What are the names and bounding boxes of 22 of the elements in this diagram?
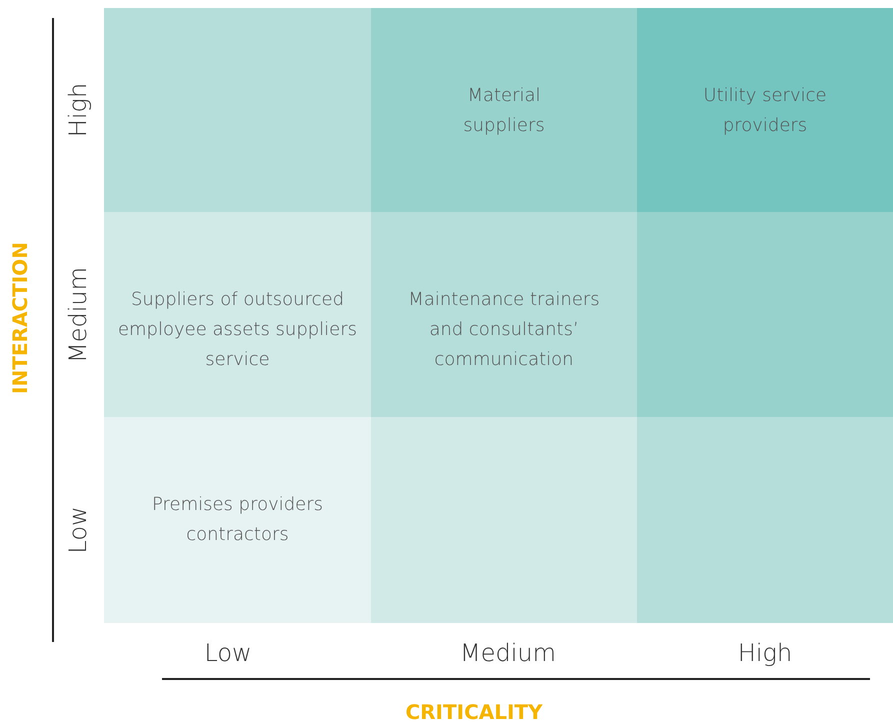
matrix-cell: [371, 417, 637, 623]
matrix-cell: [371, 212, 637, 417]
matrix-cell: [104, 212, 371, 417]
matrix-cell: [371, 8, 637, 212]
cell-text: Premises providers contractors: [150, 493, 324, 547]
axis-tick-label: Low: [64, 506, 92, 554]
axis-tick-label: High: [64, 82, 92, 138]
cell-text: Utility service providers: [702, 84, 828, 138]
matrix-cell: [104, 417, 371, 623]
cell-text: Suppliers of outsourced employee assets suppliers service: [118, 288, 358, 372]
matrix-cell: [104, 8, 371, 212]
axis-tick-label: Medium: [64, 267, 92, 363]
matrix-cell: [637, 417, 893, 623]
matrix-cell: [637, 212, 893, 417]
axis-tick-label: High: [738, 639, 792, 667]
cell-text: Material suppliers: [462, 84, 546, 138]
axis-title: CRITICALITY: [405, 700, 543, 724]
axis-tick-label: Medium: [460, 639, 556, 667]
matrix-cell: [637, 8, 893, 212]
axis-tick-label: Low: [204, 639, 252, 667]
axis-title: INTERACTION: [8, 242, 32, 394]
cell-text: Maintenance trainers and consultants’ communication: [407, 288, 601, 372]
